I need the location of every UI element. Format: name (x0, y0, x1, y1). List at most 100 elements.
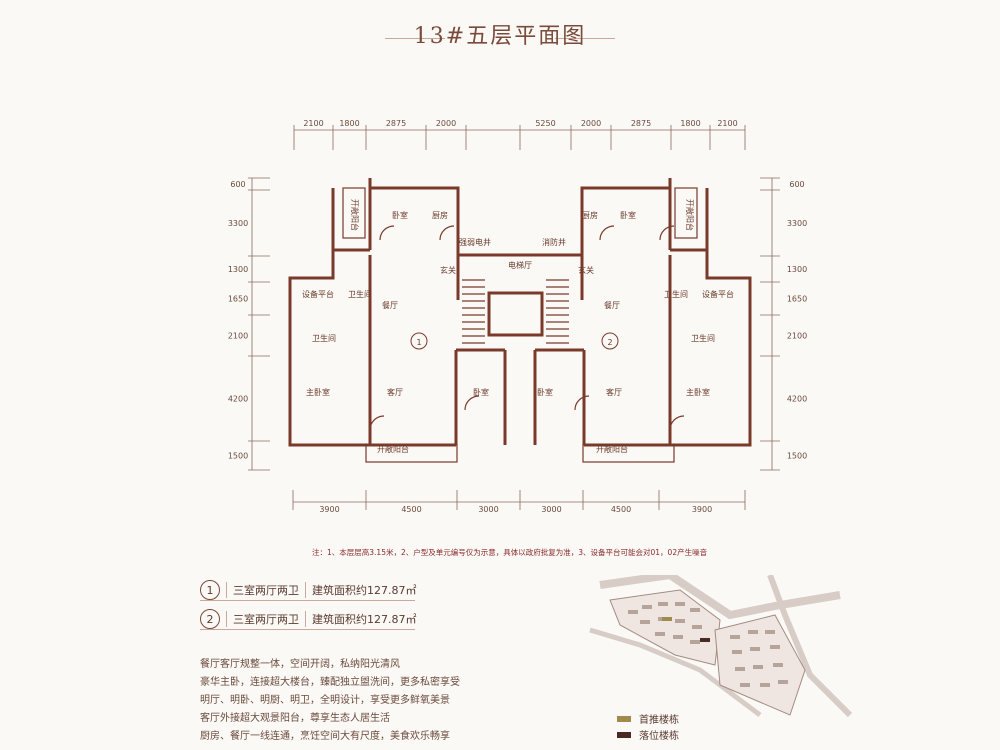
room-label: 开敞阳台 (596, 444, 628, 454)
dim-label: 600 (789, 180, 804, 189)
room-label: 餐厅 (382, 301, 398, 310)
room-label: 主卧室 (306, 387, 330, 397)
legend-label: 首推楼栋 (639, 715, 679, 726)
floor-plan: 2100 1800 2875 2000 5250 2000 2875 1800 2100 3900… (228, 119, 807, 514)
room-label: 开敞阳台 (350, 199, 360, 231)
room-label: 玄关 (440, 265, 456, 275)
room-label: 开敞阳台 (377, 444, 409, 454)
title-rule-left (385, 38, 445, 39)
title-rule-right (555, 38, 615, 39)
door-swing (669, 415, 685, 431)
dim-label: 4500 (611, 505, 631, 514)
dim-label: 2100 (303, 119, 323, 128)
door-swing (369, 415, 385, 431)
wall (584, 250, 752, 447)
dim-label: 1650 (228, 295, 248, 304)
legend-swatch (617, 715, 631, 722)
dim-label: 1500 (228, 452, 248, 461)
dim-label: 2100 (787, 332, 807, 341)
door-swing (599, 225, 615, 241)
room-label: 卧室 (620, 210, 636, 220)
dim-label: 2000 (581, 119, 601, 128)
room-label: 卧室 (537, 387, 553, 397)
title-area: 13#五层平面图 (0, 8, 1000, 49)
dim-label: 2100 (228, 332, 248, 341)
dim-label: 2100 (717, 119, 737, 128)
unit-area: 建筑面积约127.87㎡ (312, 613, 417, 626)
dim-label: 1300 (228, 265, 248, 274)
plan-note: 注：1、本层层高3.15米，2、户型及单元编号仅为示意，具体以政府批复为准，3、… (312, 548, 708, 557)
feature-item: 厨房、餐厅一线连通，烹饪空间大有尺度，美食欢乐畅享 (200, 731, 450, 742)
room-label: 消防井 (542, 237, 566, 247)
dimension-lines: 2100 1800 2875 2000 5250 2000 2875 1800 2100 3900… (228, 119, 807, 514)
dim-label: 1300 (787, 265, 807, 274)
dim-label: 1800 (680, 119, 700, 128)
unit-marker-label: 1 (416, 338, 421, 347)
unit-area: 建筑面积约127.87㎡ (312, 584, 417, 597)
unit-divider (200, 629, 415, 630)
dim-label: 4500 (401, 505, 421, 514)
dim-label: 3900 (319, 505, 339, 514)
room-label: 卫生间 (691, 333, 715, 343)
legend-label: 落位楼栋 (639, 731, 679, 742)
room-label: 强弱电井 (459, 237, 491, 247)
room-label: 开敞阳台 (685, 199, 695, 231)
dim-label: 3300 (228, 219, 248, 228)
balcony-rail (342, 187, 366, 239)
unit-type: 三室两厅两卫 (226, 611, 306, 627)
room-label: 卫生间 (348, 289, 372, 299)
wall (370, 186, 460, 255)
feature-item: 豪华主卧，连接超大楼台，臻配独立盥洗间，更多私密享受 (200, 677, 460, 688)
unit-row-2: 2 三室两厅两卫 建筑面积约127.87㎡ (200, 609, 417, 629)
room-label: 餐厅 (604, 301, 620, 310)
dim-label: 3000 (541, 505, 561, 514)
unit-marker (410, 332, 428, 350)
room-label: 客厅 (606, 387, 622, 397)
dim-label: 600 (230, 180, 245, 189)
door-swing (439, 225, 455, 241)
unit-marker-label: 2 (607, 338, 612, 347)
feature-item: 餐厅客厅规整一体，空间开阔，私纳阳光清风 (200, 659, 400, 670)
legend-item: 落位楼栋 (617, 727, 679, 742)
balcony-rail (365, 444, 458, 463)
dim-label: 4200 (787, 395, 807, 404)
legend-item: 首推楼栋 (617, 711, 679, 726)
unit-row-1: 1 三室两厅两卫 建筑面积约127.87㎡ (200, 580, 417, 600)
dim-label: 1650 (787, 295, 807, 304)
wall (288, 250, 456, 447)
feature-item: 客厅外接超大观景阳台，尊享生态人居生活 (200, 713, 390, 724)
room-label: 设备平台 (702, 289, 734, 299)
door-swing (659, 225, 675, 241)
legend-swatch (617, 731, 631, 738)
dim-label: 3300 (787, 219, 807, 228)
door-swing (574, 395, 590, 411)
room-label: 卫生间 (312, 333, 336, 343)
room-label: 卧室 (473, 387, 489, 397)
unit-number: 1 (200, 580, 220, 600)
door-swing (464, 395, 480, 411)
unit-type: 三室两厅两卫 (226, 582, 306, 598)
partitions (342, 187, 698, 463)
room-label: 电梯厅 (508, 260, 532, 270)
feature-list: 餐厅客厅规整一体，空间开阔，私纳阳光清风 豪华主卧，连接超大楼台，臻配独立盥洗间… (200, 656, 460, 746)
room-label: 玄关 (578, 265, 594, 275)
walls (288, 178, 752, 447)
unit-number: 2 (200, 609, 220, 629)
unit-divider (200, 600, 415, 601)
dim-label: 2875 (631, 119, 651, 128)
door-swing (379, 225, 395, 241)
room-label: 设备平台 (302, 289, 334, 299)
site-map (589, 575, 853, 718)
room-label: 客厅 (387, 387, 403, 397)
dim-label: 2000 (436, 119, 456, 128)
dim-label: 2875 (386, 119, 406, 128)
dim-label: 4200 (228, 395, 248, 404)
dim-label: 1800 (339, 119, 359, 128)
page-title: 13#五层平面图 (413, 24, 587, 49)
dim-label: 3000 (478, 505, 498, 514)
balcony-rail (674, 187, 698, 239)
wall (580, 186, 670, 255)
dim-label: 5250 (535, 119, 555, 128)
room-label: 主卧室 (686, 387, 710, 397)
